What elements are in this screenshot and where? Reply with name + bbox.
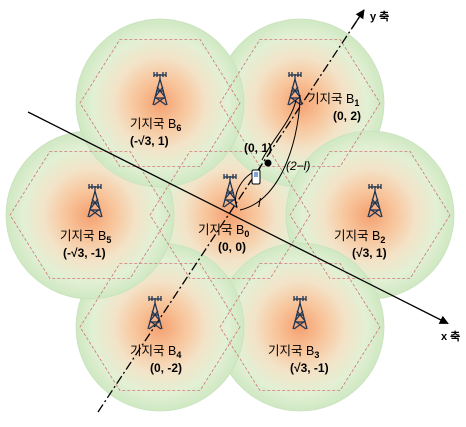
base-station-subscript-1: 1 — [354, 98, 359, 108]
base-station-coordinate-5: (-√3, -1) — [63, 246, 106, 260]
base-station-coordinate-6: (-√3, 1) — [130, 134, 169, 148]
base-station-coordinate-0: (0, 0) — [218, 240, 246, 254]
tower-icon-6 — [152, 72, 168, 106]
base-station-prefix-2: 기지국 B — [334, 229, 380, 243]
base-station-prefix-3: 기지국 B — [268, 344, 314, 358]
hexagon-outline-2 — [289, 150, 451, 280]
base-station-prefix-0: 기지국 B — [198, 223, 244, 237]
base-station-prefix-4: 기지국 B — [130, 344, 176, 358]
base-station-prefix-6: 기지국 B — [130, 117, 176, 131]
tower-icon-1 — [287, 72, 303, 106]
hexagon-outline-4 — [79, 262, 241, 392]
cell-coverage-6 — [75, 18, 245, 188]
base-station-subscript-3: 3 — [314, 350, 319, 360]
base-station-label-6: 기지국 B6 — [130, 117, 181, 133]
y-axis-line — [97, 9, 365, 413]
mobile-phone-icon — [251, 163, 263, 185]
base-station-coordinate-3: (√3, -1) — [290, 361, 329, 375]
y-axis-arrow — [351, 9, 365, 29]
tower-icon-2 — [367, 184, 383, 218]
arc-2-minus-l — [239, 94, 301, 211]
hexagon-outline-3 — [219, 262, 381, 392]
hexagon-outline-6 — [79, 38, 241, 168]
base-station-subscript-5: 5 — [106, 235, 111, 245]
base-station-coordinate-4: (0, -2) — [150, 361, 182, 375]
hexagon-outline-5 — [9, 150, 171, 280]
base-station-prefix-1: 기지국 B — [308, 92, 354, 106]
arc-upper — [261, 99, 297, 161]
base-station-coordinate-2: (√3, 1) — [352, 246, 387, 260]
base-station-coordinate-1: (0, 2) — [333, 109, 361, 123]
tower-icon-0 — [222, 174, 238, 208]
label-group: 기지국 B0(0, 0)기지국 B1(0, 2)기지국 B2(√3, 1)기지국… — [60, 92, 387, 375]
base-station-subscript-4: 4 — [176, 350, 181, 360]
base-station-label-1: 기지국 B1 — [308, 92, 359, 108]
base-station-subscript-6: 6 — [176, 123, 181, 133]
midpoint-dot — [264, 159, 272, 167]
base-station-label-3: 기지국 B3 — [268, 344, 319, 360]
hexagon-outline-1 — [219, 38, 381, 168]
arc-short-label: l — [258, 196, 261, 210]
tower-icon-4 — [147, 296, 163, 330]
hexagon-outline-group — [9, 38, 451, 392]
tower-icon-3 — [292, 296, 308, 330]
x-axis-label: x 축 — [441, 329, 460, 343]
base-station-subscript-0: 0 — [244, 229, 249, 239]
x-axis-arrow — [436, 315, 449, 325]
cell-coverage-group — [5, 18, 455, 412]
midpoint-label: (0, 1) — [244, 141, 272, 155]
base-station-label-4: 기지국 B4 — [130, 344, 181, 360]
arc-long-label: (2−l) — [286, 159, 310, 173]
base-station-label-2: 기지국 B2 — [334, 229, 385, 245]
tower-group — [87, 72, 383, 330]
base-station-label-0: 기지국 B0 — [198, 223, 249, 239]
base-station-subscript-2: 2 — [380, 235, 385, 245]
y-axis-label: y 축 — [370, 9, 389, 23]
tower-icon-5 — [87, 184, 103, 218]
base-station-label-5: 기지국 B5 — [60, 229, 111, 245]
x-axis-line — [27, 111, 438, 319]
base-station-prefix-5: 기지국 B — [60, 229, 106, 243]
